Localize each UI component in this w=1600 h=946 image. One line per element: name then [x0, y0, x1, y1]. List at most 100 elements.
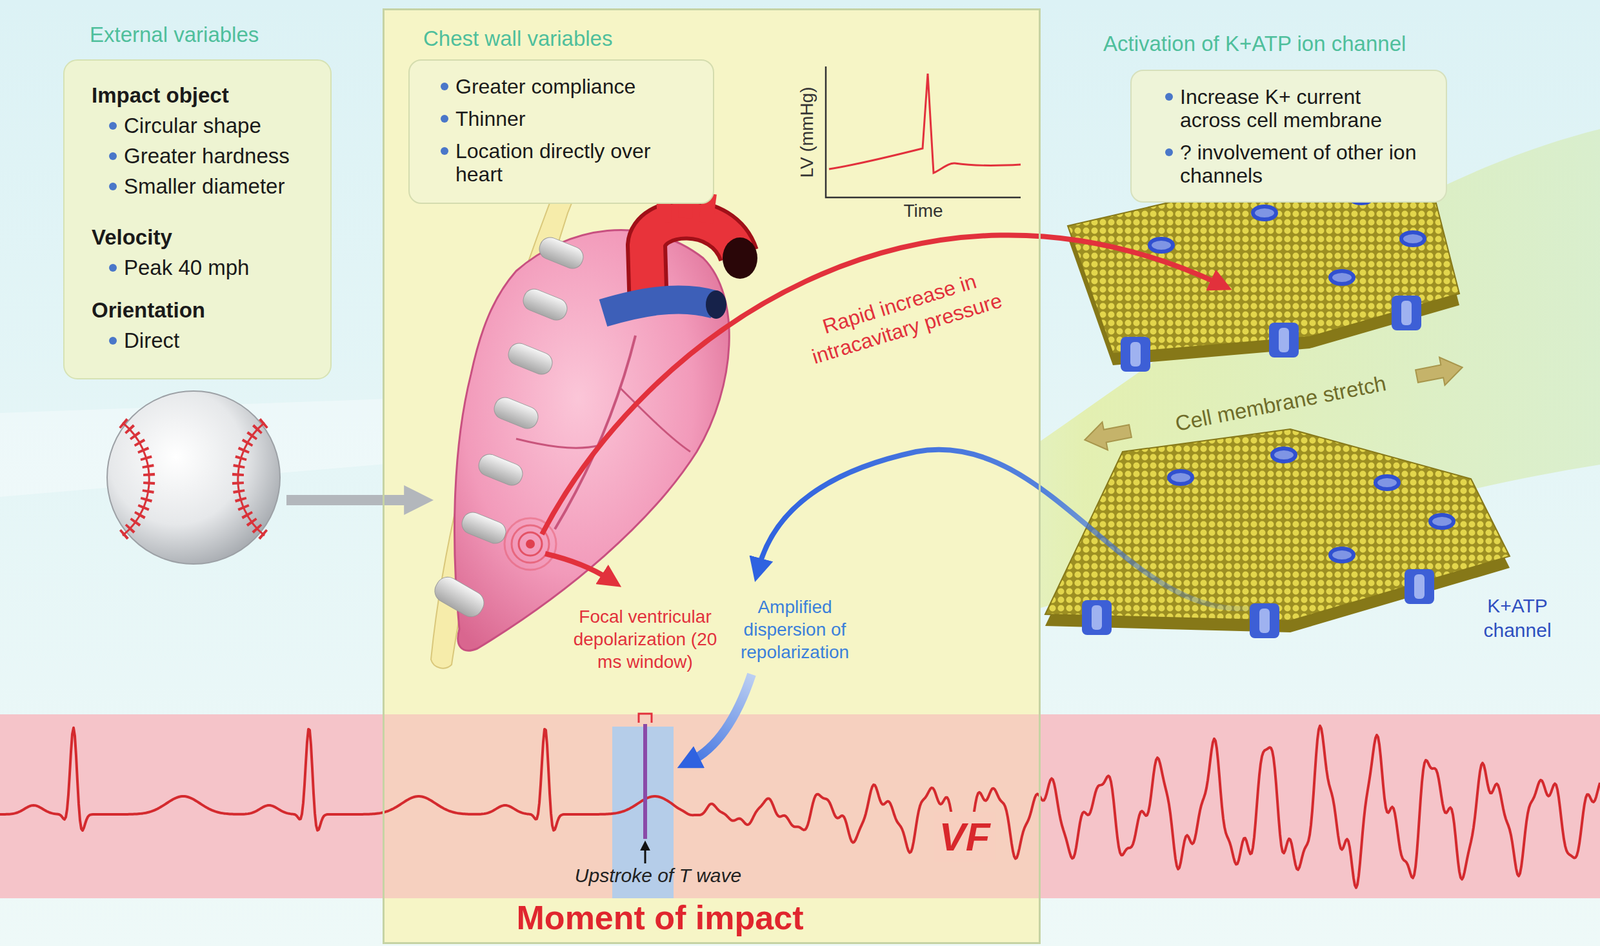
- katp-channel: [1401, 300, 1412, 326]
- subheading: Velocity: [91, 221, 318, 253]
- stretch-arrow: [1414, 353, 1466, 391]
- bullet-dot: [440, 114, 449, 123]
- callout-label: Upstroke of T wave: [574, 863, 742, 888]
- impact-marker: [643, 723, 648, 839]
- pointer-arrow: [644, 846, 647, 864]
- stretch-arrow: [1081, 416, 1133, 454]
- text-row: Impact object: [91, 80, 318, 111]
- bullet-dot: [440, 147, 449, 155]
- channel-pore: [1169, 470, 1193, 484]
- depolarization-arrow: [545, 553, 610, 580]
- rib: [458, 509, 510, 547]
- text-row: Chest wall variables: [423, 25, 613, 52]
- ball-stitches: [238, 422, 265, 536]
- bullet-item: Greater compliance: [440, 74, 703, 99]
- subheading: Impact object: [91, 80, 318, 111]
- bullet-item: Increase K+ current across cell membrane: [1165, 85, 1420, 132]
- window-bracket: [638, 713, 652, 723]
- bullet-item: ? involvement of other ion channels: [1165, 140, 1420, 188]
- katp-channel: [1259, 608, 1270, 633]
- baseball: [107, 390, 280, 564]
- text-row: Moment of impact: [516, 898, 804, 937]
- bullet-item: Greater hardness: [109, 140, 318, 171]
- bullet-dot: [1165, 92, 1173, 101]
- subheading: Orientation: [91, 294, 318, 326]
- rib: [505, 340, 556, 378]
- ecg-trace-group: [0, 725, 1600, 888]
- channel-pore: [1330, 270, 1354, 284]
- bullet-item: Peak 40 mph: [109, 252, 318, 283]
- katp-channel: [1391, 295, 1422, 331]
- cell-membrane: [1045, 429, 1510, 621]
- coronary-vessel: [554, 335, 636, 530]
- bullet-item: Thinner: [440, 107, 703, 131]
- heading: External variables: [89, 21, 259, 48]
- text-row: Velocity: [91, 221, 318, 253]
- katp-channel: [1091, 605, 1102, 630]
- katp-channel: [1081, 600, 1112, 635]
- rib: [430, 572, 488, 622]
- pressure-curve: [829, 73, 1021, 173]
- coronary-vessel: [619, 387, 691, 452]
- rhythm-label: VF: [933, 811, 995, 862]
- katp-channel: [1120, 336, 1151, 372]
- bullet-dot: [109, 263, 117, 272]
- ball-stitches: [122, 422, 150, 536]
- text-row: Activation of K+ATP ion channel: [1103, 30, 1406, 57]
- bullet-dot: [440, 82, 449, 91]
- aortic-opening: [722, 237, 758, 279]
- channel-pores: [1149, 190, 1454, 562]
- bullet-text: Smaller diameter: [123, 170, 285, 202]
- channel-label: K+ATP channel: [1475, 593, 1560, 643]
- bullet-text: Thinner: [455, 107, 526, 131]
- bullet-text: ? involvement of other ion channels: [1180, 140, 1420, 188]
- variables-box: External variablesImpact objectCircular …: [63, 59, 332, 380]
- bullet-dot: [109, 152, 117, 160]
- repolarization-arrow: [758, 449, 1278, 610]
- coronary-vessel: [516, 438, 600, 448]
- text-row: Orientation: [91, 294, 318, 326]
- channel-pore: [1430, 514, 1454, 528]
- rib: [475, 450, 526, 489]
- bullet-text: Greater hardness: [123, 140, 290, 171]
- chest-wall-panel: Chest wall variablesMoment of impact Grea…: [382, 8, 1041, 944]
- heading: Chest wall variables: [423, 25, 613, 52]
- bullet-text: Increase K+ current across cell membrane: [1180, 85, 1420, 132]
- ecg-band: [0, 714, 1600, 899]
- bullet-dot: [1165, 148, 1173, 157]
- ribs: [430, 234, 586, 621]
- axis-label: LV (mmHg): [795, 86, 819, 178]
- katp-channel: [1269, 322, 1299, 358]
- text-row: External variables: [89, 21, 259, 48]
- katp-channel: [1278, 327, 1290, 353]
- target-center: [525, 539, 535, 549]
- bullet-dot: [109, 336, 117, 345]
- great-vein: [603, 299, 715, 313]
- bullet-dot: [109, 121, 117, 130]
- callout-label: Amplified dispersion of repolarization: [723, 595, 866, 664]
- katp-channel: [1404, 569, 1435, 604]
- vein-opening: [705, 290, 727, 319]
- katp-channels: [1081, 295, 1435, 639]
- target-ring: [518, 532, 542, 556]
- bullet-text: Location directly over heart: [455, 139, 703, 186]
- heading: Moment of impact: [516, 898, 804, 937]
- ecg-trace: [0, 725, 1600, 888]
- graph-axes: [825, 66, 1021, 198]
- channel-pore: [1252, 206, 1277, 220]
- bullet-text: Circular shape: [123, 110, 262, 141]
- ecg-pointer-arrow: [690, 674, 752, 762]
- katp-channel: [1130, 341, 1141, 367]
- channel-pore: [1375, 476, 1399, 490]
- bullet-item: Direct: [109, 325, 318, 356]
- bullet-text: Peak 40 mph: [123, 252, 250, 283]
- ball-seam: [122, 422, 150, 536]
- bullet-dot: [109, 182, 117, 191]
- channel-pore: [1149, 238, 1173, 252]
- bullet-item: Circular shape: [109, 110, 318, 141]
- katp-channel: [1414, 574, 1425, 599]
- rib: [490, 394, 542, 432]
- pressure-arrow: [541, 234, 1220, 535]
- channel-pore: [1401, 232, 1425, 246]
